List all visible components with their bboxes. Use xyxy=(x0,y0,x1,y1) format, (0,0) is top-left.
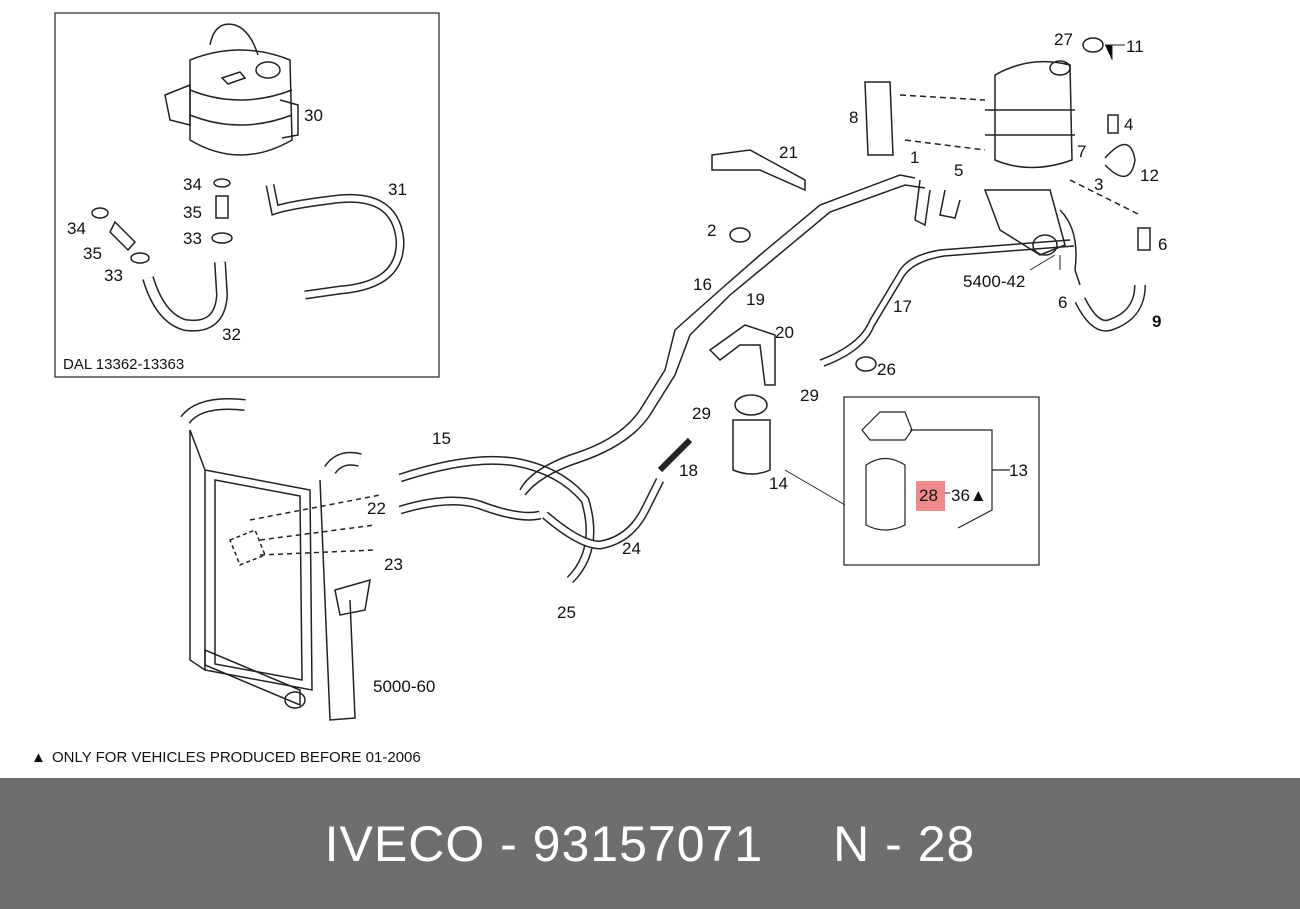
callout-12: 12 xyxy=(1140,166,1159,185)
callout-8: 8 xyxy=(849,108,858,127)
callout-29a: 29 xyxy=(692,404,711,423)
callout-20: 20 xyxy=(775,323,794,342)
callout-34a: 34 xyxy=(183,175,202,194)
callout-26: 26 xyxy=(877,360,896,379)
callout-4: 4 xyxy=(1124,115,1133,134)
callout-5: 5 xyxy=(954,161,963,180)
parts-diagram: 1 2 3 4 5 6 6 7 8 9 11 12 13 14 15 16 17… xyxy=(31,12,1168,766)
callout-19: 19 xyxy=(746,290,765,309)
callout-24: 24 xyxy=(622,539,641,558)
callout-15: 15 xyxy=(432,429,451,448)
inset-panel xyxy=(54,12,440,378)
callout-9: 9 xyxy=(1152,312,1161,331)
ref-pump: 5400-42 xyxy=(963,272,1025,291)
callout-30: 30 xyxy=(304,106,323,125)
diagram-drawing: 1 2 3 4 5 6 6 7 8 9 11 12 13 14 15 16 17… xyxy=(31,12,1167,766)
inset-caption: DAL 13362-13363 xyxy=(63,356,184,373)
callout-3: 3 xyxy=(1094,175,1103,194)
callout-27: 27 xyxy=(1054,30,1073,49)
callout-labels: 1 2 3 4 5 6 6 7 8 9 11 12 13 14 15 16 17… xyxy=(67,30,1167,622)
filter-kit-box xyxy=(843,396,1040,566)
callout-29b: 29 xyxy=(800,386,819,405)
callout-17: 17 xyxy=(893,297,912,316)
callout-36: 36▲ xyxy=(951,486,987,505)
highlight-part-28 xyxy=(916,481,945,511)
diagram-position: N - 28 xyxy=(833,815,976,872)
callout-25: 25 xyxy=(557,603,576,622)
callout-22: 22 xyxy=(367,499,386,518)
callout-16: 16 xyxy=(693,275,712,294)
components xyxy=(708,37,1151,475)
callout-33b: 33 xyxy=(104,266,123,285)
callout-2: 2 xyxy=(707,221,716,240)
callout-18: 18 xyxy=(679,461,698,480)
callout-32: 32 xyxy=(222,325,241,344)
leader-lines xyxy=(784,44,1125,506)
callout-31: 31 xyxy=(388,180,407,199)
callout-34b: 34 xyxy=(67,219,86,238)
callout-21: 21 xyxy=(779,143,798,162)
note-symbol: ▲ xyxy=(31,749,46,766)
callout-35b: 35 xyxy=(83,244,102,263)
brand-part-number: IVECO - 93157071 xyxy=(324,815,764,872)
callout-14: 14 xyxy=(769,474,788,493)
callout-13: 13 xyxy=(1009,461,1028,480)
callout-1: 1 xyxy=(910,148,919,167)
callout-33a: 33 xyxy=(183,229,202,248)
pipes-and-hoses xyxy=(398,174,1146,584)
callout-28: 28 xyxy=(919,486,938,505)
callout-35a: 35 xyxy=(183,203,202,222)
callout-23: 23 xyxy=(384,555,403,574)
callout-6b: 6 xyxy=(1058,293,1067,312)
callout-11: 11 xyxy=(1126,37,1144,56)
note-text: ONLY FOR VEHICLES PRODUCED BEFORE 01-200… xyxy=(52,749,421,766)
ref-radiator: 5000-60 xyxy=(373,677,435,696)
radiator-assembly xyxy=(180,398,381,721)
callout-7: 7 xyxy=(1077,142,1086,161)
callout-6a: 6 xyxy=(1158,235,1167,254)
part-number-footer: IVECO - 93157071 N - 28 xyxy=(0,778,1300,909)
